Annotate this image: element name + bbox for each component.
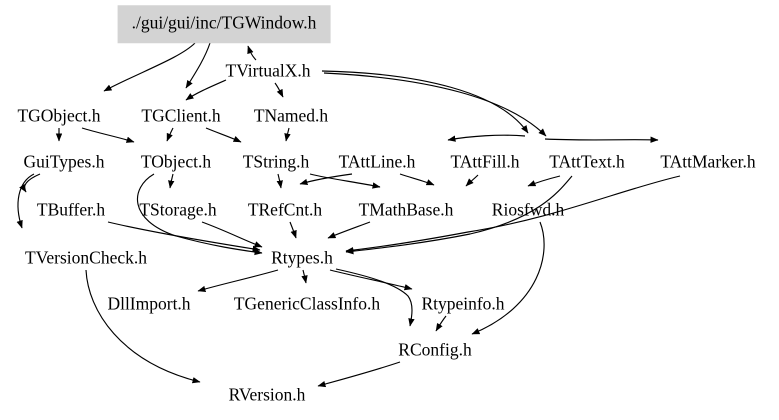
edge-trefcnt-rtypes (289, 221, 297, 239)
node-tstring[interactable]: TString.h (242, 151, 310, 172)
edge-rtypeinfo-rconfig (435, 315, 447, 332)
edge-fan-tattline (447, 134, 526, 142)
edge-tmathbase-rtypes (327, 221, 371, 239)
edge-tgwindow-tgclient (185, 42, 211, 89)
node-guitypes[interactable]: GuiTypes.h (23, 151, 105, 172)
edge-tstring-trefcnt (276, 173, 283, 189)
edge-tattline-tmathbase-2 (399, 173, 435, 186)
edge-fan-tattmarker (544, 136, 659, 143)
edge-riosfwd-rconfig (471, 221, 545, 335)
node-rtypeinfo[interactable]: Rtypeinfo.h (421, 293, 505, 314)
edge-tgclient-tstring (205, 127, 242, 143)
node-tnamed[interactable]: TNamed.h (253, 105, 329, 126)
node-trefcnt[interactable]: TRefCnt.h (247, 199, 323, 220)
edge-rconfig-rversion (317, 361, 401, 388)
edge-rtypes-rtypeinfo (329, 269, 413, 291)
edge-tversioncheck-rversion (85, 269, 201, 384)
edge-tatttext-riosfwd (527, 175, 561, 187)
node-tattfill[interactable]: TAttFill.h (450, 151, 520, 172)
node-tatttext[interactable]: TAttText.h (549, 151, 625, 172)
edge-tgobject-tobject (81, 127, 135, 143)
edge-rtypes-tgenericclassinfo (301, 269, 308, 284)
node-tversioncheck[interactable]: TVersionCheck.h (25, 247, 147, 268)
node-tobject[interactable]: TObject.h (140, 151, 212, 172)
edge-tstorage-rtypes (201, 221, 263, 248)
edge-tnamed-tstring (284, 127, 291, 142)
edge-tattline-tmathbase (299, 173, 353, 186)
node-tbuffer[interactable]: TBuffer.h (36, 199, 106, 220)
node-tgobject[interactable]: TGObject.h (17, 105, 101, 126)
node-rversion[interactable]: RVersion.h (228, 384, 306, 405)
node-tstorage[interactable]: TStorage.h (139, 199, 217, 220)
edge-tgwindow-tgobject (103, 42, 196, 92)
node-tmathbase[interactable]: TMathBase.h (358, 199, 454, 220)
edge-tgclient-tobject (166, 127, 174, 142)
edge-tstring-tmathbase (309, 173, 381, 189)
node-rtypes[interactable]: Rtypes.h (271, 247, 333, 268)
edge-rtypes-dllimport (197, 269, 279, 292)
edge-guitypes-tversioncheck (16, 173, 35, 229)
node-tgenericclassinfo[interactable]: TGenericClassInfo.h (233, 293, 381, 314)
node-tgwindow[interactable]: ./gui/gui/inc/TGWindow.h (117, 5, 331, 43)
edge-tvirtualx-tattline (185, 79, 227, 101)
edge-tvirtualx-tatttext (323, 72, 547, 137)
edge-tvirtualx-tgwindow (247, 45, 257, 61)
edge-tvirtualx-tnamed (274, 82, 284, 98)
node-tattmarker[interactable]: TAttMarker.h (660, 151, 756, 172)
edge-tvirtualx-tattfill (321, 70, 529, 134)
edge-tobject-tstorage (168, 173, 175, 189)
node-tgclient[interactable]: TGClient.h (141, 105, 221, 126)
node-tvirtualx[interactable]: TVirtualX.h (225, 60, 311, 81)
edge-guitypes-tbuffer (19, 173, 41, 193)
node-riosfwd[interactable]: Riosfwd.h (491, 199, 565, 220)
node-rconfig[interactable]: RConfig.h (398, 339, 472, 360)
edge-tbuffer-rtypes (107, 221, 261, 252)
edge-tattfill-riosfwd (465, 174, 479, 187)
node-tattline[interactable]: TAttLine.h (338, 151, 416, 172)
node-dllimport[interactable]: DllImport.h (107, 293, 191, 314)
